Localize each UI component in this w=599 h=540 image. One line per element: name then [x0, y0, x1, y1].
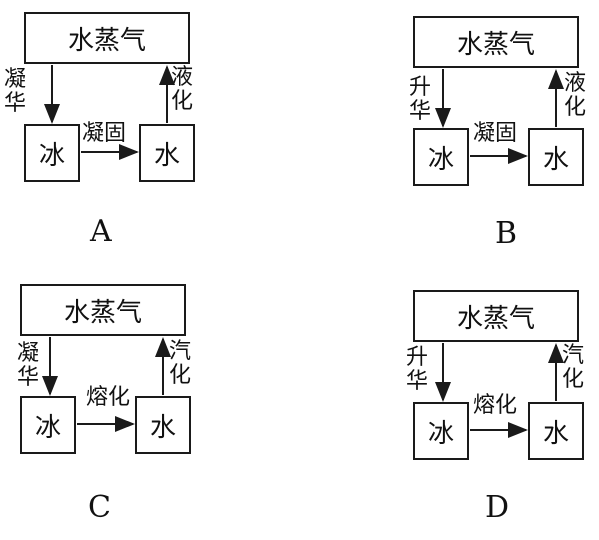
panel-d: 水蒸气 冰 水 升 华 熔化 汽 化 D [406, 290, 599, 540]
left-process-label: 凝 华 [16, 341, 39, 390]
arrows [44, 65, 175, 160]
arrows [435, 343, 564, 438]
water-box: 水 [528, 402, 584, 460]
panel-a: 水蒸气 冰 水 凝 华 凝固 液 化 A [4, 12, 314, 262]
option-letter: C [88, 490, 111, 525]
middle-process-label: 凝固 [82, 121, 127, 146]
middle-process-label: 凝固 [473, 121, 518, 146]
right-process-label: 液 化 [170, 65, 193, 114]
right-process-label: 液 化 [563, 71, 586, 120]
panel-b: 水蒸气 冰 水 升 华 凝固 液 化 B [409, 16, 599, 266]
middle-process-label: 熔化 [86, 385, 131, 410]
arrows [42, 337, 171, 432]
left-process-label: 凝 华 [3, 67, 26, 116]
right-process-label: 汽 化 [561, 343, 584, 392]
water-box: 水 [135, 396, 191, 454]
right-process-label: 汽 化 [168, 339, 191, 388]
ice-box: 冰 [413, 402, 469, 460]
panel-c: 水蒸气 冰 水 凝 华 熔化 汽 化 C [17, 284, 310, 534]
option-letter: A [90, 214, 112, 249]
water-box: 水 [528, 128, 584, 186]
water-vapor-box: 水蒸气 [413, 16, 579, 68]
ice-box: 冰 [24, 124, 80, 182]
diagram-canvas: 水蒸气 冰 水 凝 华 凝固 液 化 A 水蒸气 冰 水 升 华 凝固 液 化 [4, 12, 599, 525]
water-box: 水 [139, 124, 195, 182]
ice-box: 冰 [20, 396, 76, 454]
water-vapor-box: 水蒸气 [413, 290, 579, 342]
water-vapor-box: 水蒸气 [20, 284, 186, 336]
option-letter: B [495, 216, 518, 251]
water-vapor-box: 水蒸气 [24, 12, 190, 64]
middle-process-label: 熔化 [473, 393, 518, 418]
left-process-label: 升 华 [408, 75, 431, 124]
arrows [435, 69, 564, 164]
ice-box: 冰 [413, 128, 469, 186]
left-process-label: 升 华 [405, 345, 428, 394]
option-letter: D [485, 490, 510, 525]
